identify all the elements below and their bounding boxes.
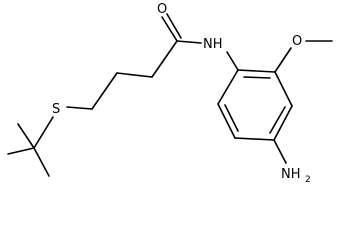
ring-bond-2 <box>274 71 293 107</box>
butanoyl-chain <box>66 40 178 110</box>
amine-subscript-label: 2 <box>305 175 311 185</box>
bond-chain-3 <box>151 40 178 78</box>
bond-sulfur-to-ch2 <box>66 106 93 110</box>
ring-bond-3 <box>273 105 293 141</box>
chemical-structure: O NH O S NH 2 <box>7 2 333 185</box>
bond-nh-to-ring <box>226 51 239 71</box>
bond-tbu-methyl-top <box>17 123 35 149</box>
bond-chain-2 <box>116 72 153 78</box>
bond-carbonyl-double-b <box>166 13 182 39</box>
carbonyl-oxygen-label: O <box>157 2 167 17</box>
amide-group <box>161 13 239 71</box>
bond-tbu-methyl-left <box>7 147 35 155</box>
bond-carbonyl-double-a <box>161 16 178 42</box>
bond-tbu-to-sulfur <box>33 116 54 149</box>
amide-nh-label: NH <box>203 37 223 52</box>
amino-group <box>273 139 287 164</box>
benzene-ring <box>217 69 293 141</box>
ring-bond-6 <box>217 69 239 105</box>
bond-tbu-methyl-bottom <box>33 147 50 177</box>
ring-double-2 <box>269 106 286 134</box>
methoxy-group <box>274 40 333 73</box>
bond-ring-to-methoxy-o <box>274 47 292 73</box>
ring-bond-4 <box>234 137 275 141</box>
sulfur-label: S <box>52 102 60 117</box>
ring-double-1 <box>243 76 271 79</box>
methoxy-oxygen-label: O <box>292 34 302 49</box>
bond-carbonyl-to-nh <box>176 40 202 44</box>
tert-butyl-group <box>7 116 54 177</box>
ring-bond-1 <box>237 69 276 73</box>
bond-ring-to-amine <box>273 139 287 164</box>
ring-double-3 <box>224 104 239 132</box>
amine-n-label: NH <box>281 167 301 182</box>
ring-bond-5 <box>217 103 236 139</box>
bond-chain-1 <box>91 72 118 110</box>
